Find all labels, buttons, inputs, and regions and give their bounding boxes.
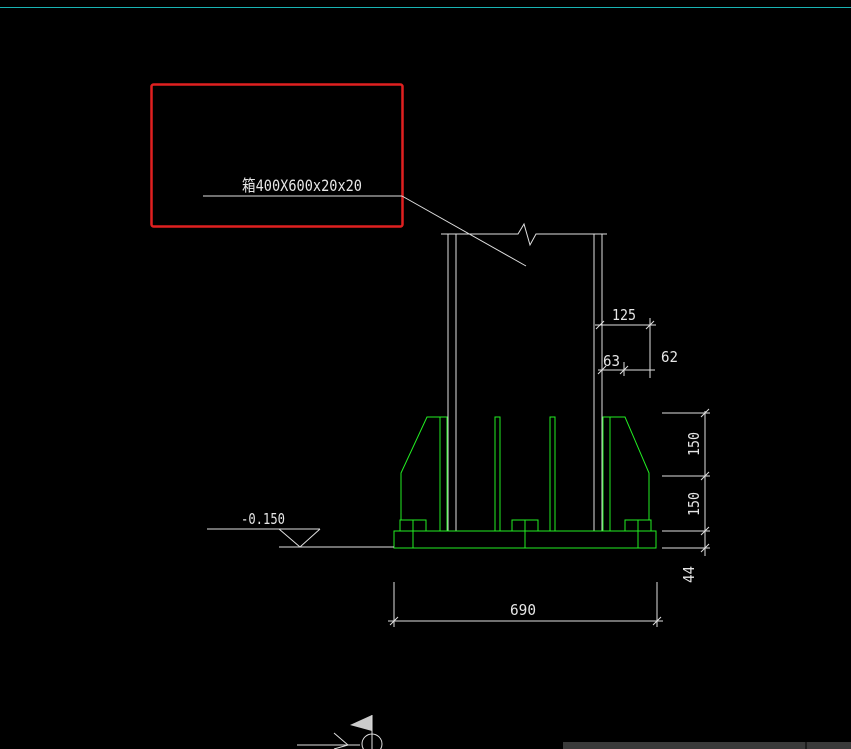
dimension-63-text: 63 bbox=[603, 352, 620, 370]
elevation-marker: -0.150 bbox=[207, 510, 394, 548]
elevation-label: -0.150 bbox=[241, 510, 285, 528]
status-strip bbox=[563, 742, 851, 749]
flag-marker-icon bbox=[297, 715, 383, 749]
dimension-150-lower-text: 150 bbox=[685, 492, 703, 516]
column-break-line bbox=[441, 222, 607, 247]
flag-marker-pennant bbox=[350, 715, 372, 731]
dimension-63: 63 bbox=[597, 352, 655, 376]
dimension-vertical-chain: 150 150 44 bbox=[662, 408, 710, 583]
dimension-62-text: 62 bbox=[661, 348, 678, 366]
dimension-150-upper-text: 150 bbox=[685, 432, 703, 456]
flag-marker-circle bbox=[361, 733, 383, 749]
triangle-elevation-icon bbox=[278, 528, 321, 548]
annotation-leader-line bbox=[401, 195, 527, 267]
dimension-44-text: 44 bbox=[680, 566, 698, 583]
inner-stiffener-right bbox=[549, 416, 556, 532]
inner-stiffener-left bbox=[494, 416, 501, 532]
column-base-assembly bbox=[393, 416, 657, 549]
dimension-125-text: 125 bbox=[612, 306, 636, 324]
dimension-690-text: 690 bbox=[510, 601, 536, 619]
section-label: 箱400X600x20x20 bbox=[242, 176, 362, 195]
steel-column bbox=[441, 222, 607, 531]
right-stiffener bbox=[602, 416, 650, 532]
annotation-highlight-box bbox=[150, 83, 404, 228]
dimension-690: 690 bbox=[388, 582, 663, 627]
section-annotation[interactable]: 箱400X600x20x20 bbox=[203, 176, 527, 267]
dimension-125: 125 bbox=[595, 306, 656, 378]
